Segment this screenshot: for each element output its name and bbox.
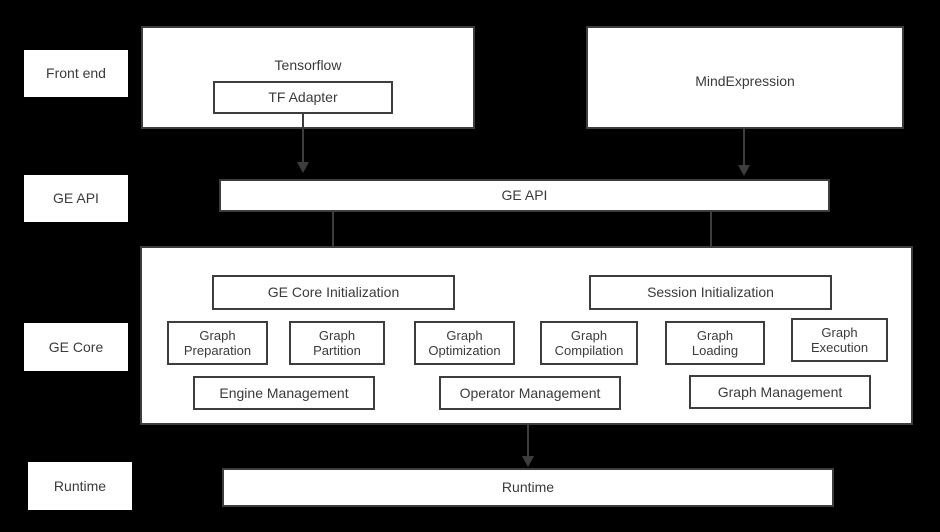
arrow-mindexpression-to-ge-api-head — [738, 165, 750, 176]
row-label-ge-api: GE API — [24, 175, 128, 222]
arrow-ge-core-to-runtime-head — [522, 456, 534, 467]
ge-core-initialization-box[interactable]: GE Core Initialization — [212, 275, 455, 310]
runtime-bar[interactable]: Runtime — [222, 468, 834, 507]
graph-partition-box[interactable]: Graph Partition — [289, 321, 385, 365]
operator-management-label: Operator Management — [459, 384, 601, 401]
engine-management-box[interactable]: Engine Management — [193, 376, 375, 410]
row-label-runtime-text: Runtime — [53, 477, 107, 494]
ge-api-bar-label: GE API — [501, 187, 548, 204]
arrow-ge-api-to-session-init-line — [710, 212, 712, 260]
row-label-ge-core: GE Core — [24, 323, 128, 371]
engine-management-label: Engine Management — [219, 384, 349, 401]
arrow-tf-adapter-to-ge-api-head — [297, 162, 309, 173]
graph-compilation-label: Graph Compilation — [554, 327, 624, 358]
arrow-ge-core-to-runtime-line — [527, 425, 529, 458]
graph-partition-label: Graph Partition — [313, 327, 361, 358]
tf-adapter-box[interactable]: TF Adapter — [213, 81, 393, 114]
graph-execution-box[interactable]: Graph Execution — [791, 318, 888, 362]
tf-adapter-label: TF Adapter — [268, 89, 338, 106]
graph-loading-label: Graph Loading — [691, 327, 739, 358]
row-label-ge-api-text: GE API — [53, 190, 99, 207]
graph-preparation-label: Graph Preparation — [183, 327, 252, 358]
row-label-ge-core-text: GE Core — [48, 338, 104, 355]
session-initialization-box[interactable]: Session Initialization — [589, 275, 832, 310]
arrow-ge-api-to-core-init-line — [332, 212, 334, 260]
graph-management-label: Graph Management — [717, 383, 843, 400]
operator-management-box[interactable]: Operator Management — [439, 376, 621, 410]
session-initialization-label: Session Initialization — [647, 284, 774, 301]
row-label-front-end-text: Front end — [46, 65, 106, 82]
graph-optimization-label: Graph Optimization — [428, 327, 501, 358]
graph-execution-label: Graph Execution — [810, 324, 869, 355]
graph-optimization-box[interactable]: Graph Optimization — [414, 321, 515, 365]
runtime-bar-label: Runtime — [501, 479, 555, 496]
row-label-runtime: Runtime — [28, 462, 132, 510]
mindexpression-container: MindExpression — [586, 26, 904, 129]
row-label-front-end: Front end — [24, 50, 128, 97]
arrow-mindexpression-to-ge-api-line — [743, 129, 745, 167]
graph-loading-box[interactable]: Graph Loading — [665, 321, 765, 365]
ge-core-initialization-label: GE Core Initialization — [267, 284, 400, 301]
mindexpression-label: MindExpression — [695, 73, 795, 89]
arrow-tf-adapter-to-ge-api-line — [302, 114, 304, 164]
ge-api-bar[interactable]: GE API — [219, 179, 830, 212]
graph-management-box[interactable]: Graph Management — [689, 375, 871, 409]
graph-compilation-box[interactable]: Graph Compilation — [540, 321, 638, 365]
graph-preparation-box[interactable]: Graph Preparation — [167, 321, 268, 365]
tensorflow-label: Tensorflow — [274, 57, 342, 73]
